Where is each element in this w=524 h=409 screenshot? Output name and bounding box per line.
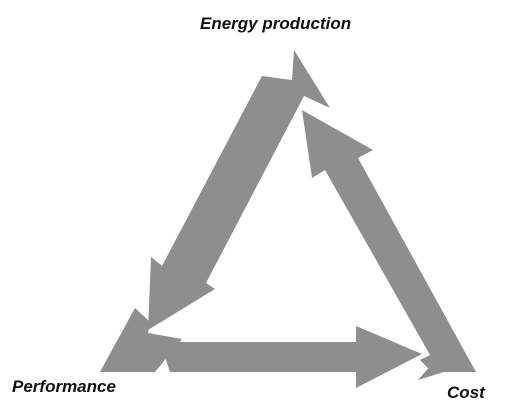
arrow-performance-to-cost (160, 326, 422, 388)
arrow-cost-to-energy (302, 110, 476, 372)
label-energy-production: Energy production (200, 14, 352, 33)
label-cost: Cost (447, 383, 485, 402)
arrow-performance-left-vertex (100, 308, 182, 372)
arrow-energy-to-performance (148, 50, 330, 330)
arrow-cost-right-vertex (418, 352, 476, 380)
label-performance: Performance (12, 377, 116, 396)
